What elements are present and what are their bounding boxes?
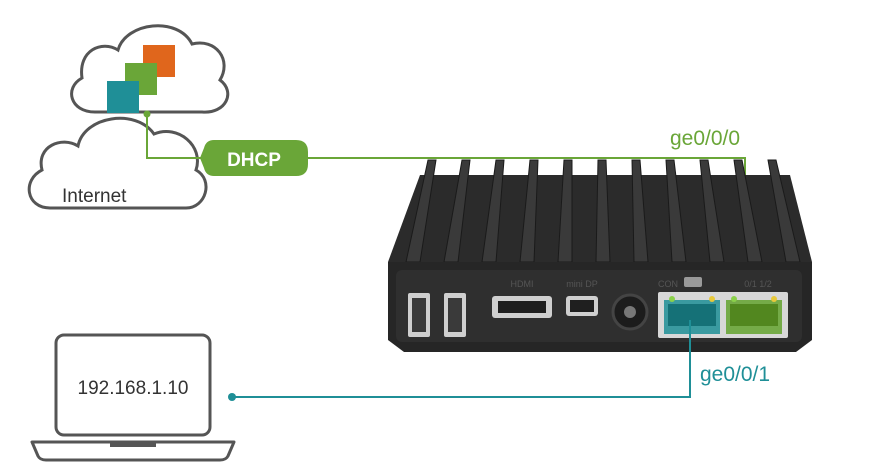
- usb-ports: [408, 293, 466, 337]
- ethernet-port-labels: 0/1 1/2: [744, 279, 772, 289]
- hdmi-port-label: HDMI: [511, 279, 534, 289]
- mini-pc-device: HDMI mini DP CON 0/1 1/2: [388, 159, 812, 352]
- laptop-base: [30, 440, 236, 462]
- wan-port-label: ge0/0/0: [670, 127, 740, 150]
- provider-logo: [107, 45, 175, 113]
- internet-cloud: [27, 116, 208, 210]
- lan-link-endpoint: [228, 393, 236, 401]
- lan-port-label: ge0/0/1: [700, 363, 770, 386]
- logo-square-teal: [107, 81, 139, 113]
- lan-link-line: [232, 320, 691, 398]
- heatsink-fins: [405, 159, 801, 263]
- laptop-touchpad: [110, 442, 156, 447]
- laptop-ip-address: 192.168.1.10: [78, 378, 189, 399]
- wan-link-endpoint: [143, 110, 151, 118]
- laptop: 192.168.1.10: [30, 333, 236, 462]
- dhcp-label: DHCP: [227, 150, 281, 171]
- minidp-port-label: mini DP: [566, 279, 598, 289]
- console-port-label: CON: [658, 279, 678, 289]
- internet-label: Internet: [62, 186, 127, 207]
- dhcp-badge: DHCP: [200, 140, 308, 176]
- laptop-screen: [54, 333, 212, 437]
- console-port: [684, 277, 702, 287]
